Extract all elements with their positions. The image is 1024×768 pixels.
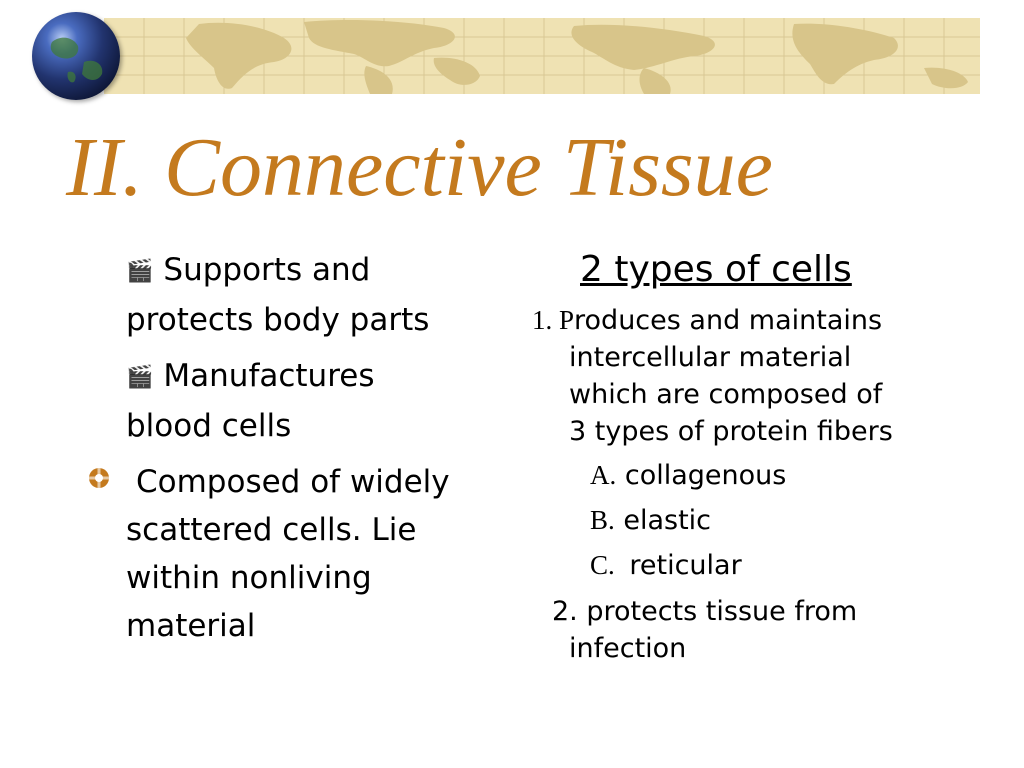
fiber-item-c-label: C.: [590, 550, 615, 580]
fiber-item-b-label: B.: [590, 505, 615, 535]
cell-types-heading: 2 types of cells: [580, 249, 852, 290]
clapperboard-icon: 🎬: [126, 365, 154, 390]
fiber-item-b: B. elastic: [590, 502, 711, 539]
cell-type-1: 1. Produces and maintains: [532, 302, 882, 339]
fiber-item-c: C. reticular: [590, 547, 742, 584]
page-title: II. Connective Tissue: [66, 121, 773, 214]
left-bullet-2: 🎬 Manufactures blood cells: [126, 352, 506, 450]
left-bullet-2-line2: blood cells: [126, 408, 292, 444]
fiber-item-a-label: A.: [590, 460, 617, 490]
cell-type-1-line3: which are composed of: [569, 379, 883, 410]
left-bullet-1-line2: protects body parts: [126, 302, 430, 338]
world-map-banner: [104, 18, 980, 94]
cell-type-2-line2: infection: [569, 633, 687, 664]
left-bullet-3-line1: Composed of widely: [136, 464, 450, 500]
cell-type-2-line1: 2. protects tissue from: [552, 596, 858, 627]
cell-type-1-first-letter: P: [559, 305, 575, 335]
left-bullet-3-line3: within nonliving: [126, 560, 372, 596]
left-bullet-1-line1: Supports and: [163, 252, 371, 288]
left-bullet-3: Composed of widely scattered cells. Lie …: [126, 458, 506, 650]
gear-bullet-icon: [88, 467, 110, 489]
world-map-graphic: [104, 18, 980, 94]
cell-type-1-line4: 3 types of protein fibers: [569, 416, 893, 447]
fiber-item-a: A. collagenous: [590, 457, 786, 494]
left-bullet-1: 🎬 Supports and protects body parts: [126, 246, 506, 344]
fiber-item-c-text: reticular: [629, 550, 742, 581]
globe-icon: [32, 12, 120, 100]
left-bullet-2-line1: Manufactures: [163, 358, 375, 394]
clapperboard-icon: 🎬: [126, 259, 154, 284]
globe-continents: [50, 37, 103, 83]
fiber-item-a-text: collagenous: [624, 460, 787, 491]
cell-type-1-line2: intercellular material: [569, 342, 852, 373]
cell-type-1-number: 1.: [532, 305, 559, 335]
cell-type-1-line1: roduces and maintains: [574, 305, 883, 336]
left-bullet-3-line2: scattered cells. Lie: [126, 512, 417, 548]
left-bullet-3-line4: material: [126, 608, 256, 644]
fiber-item-b-text: elastic: [623, 505, 712, 536]
